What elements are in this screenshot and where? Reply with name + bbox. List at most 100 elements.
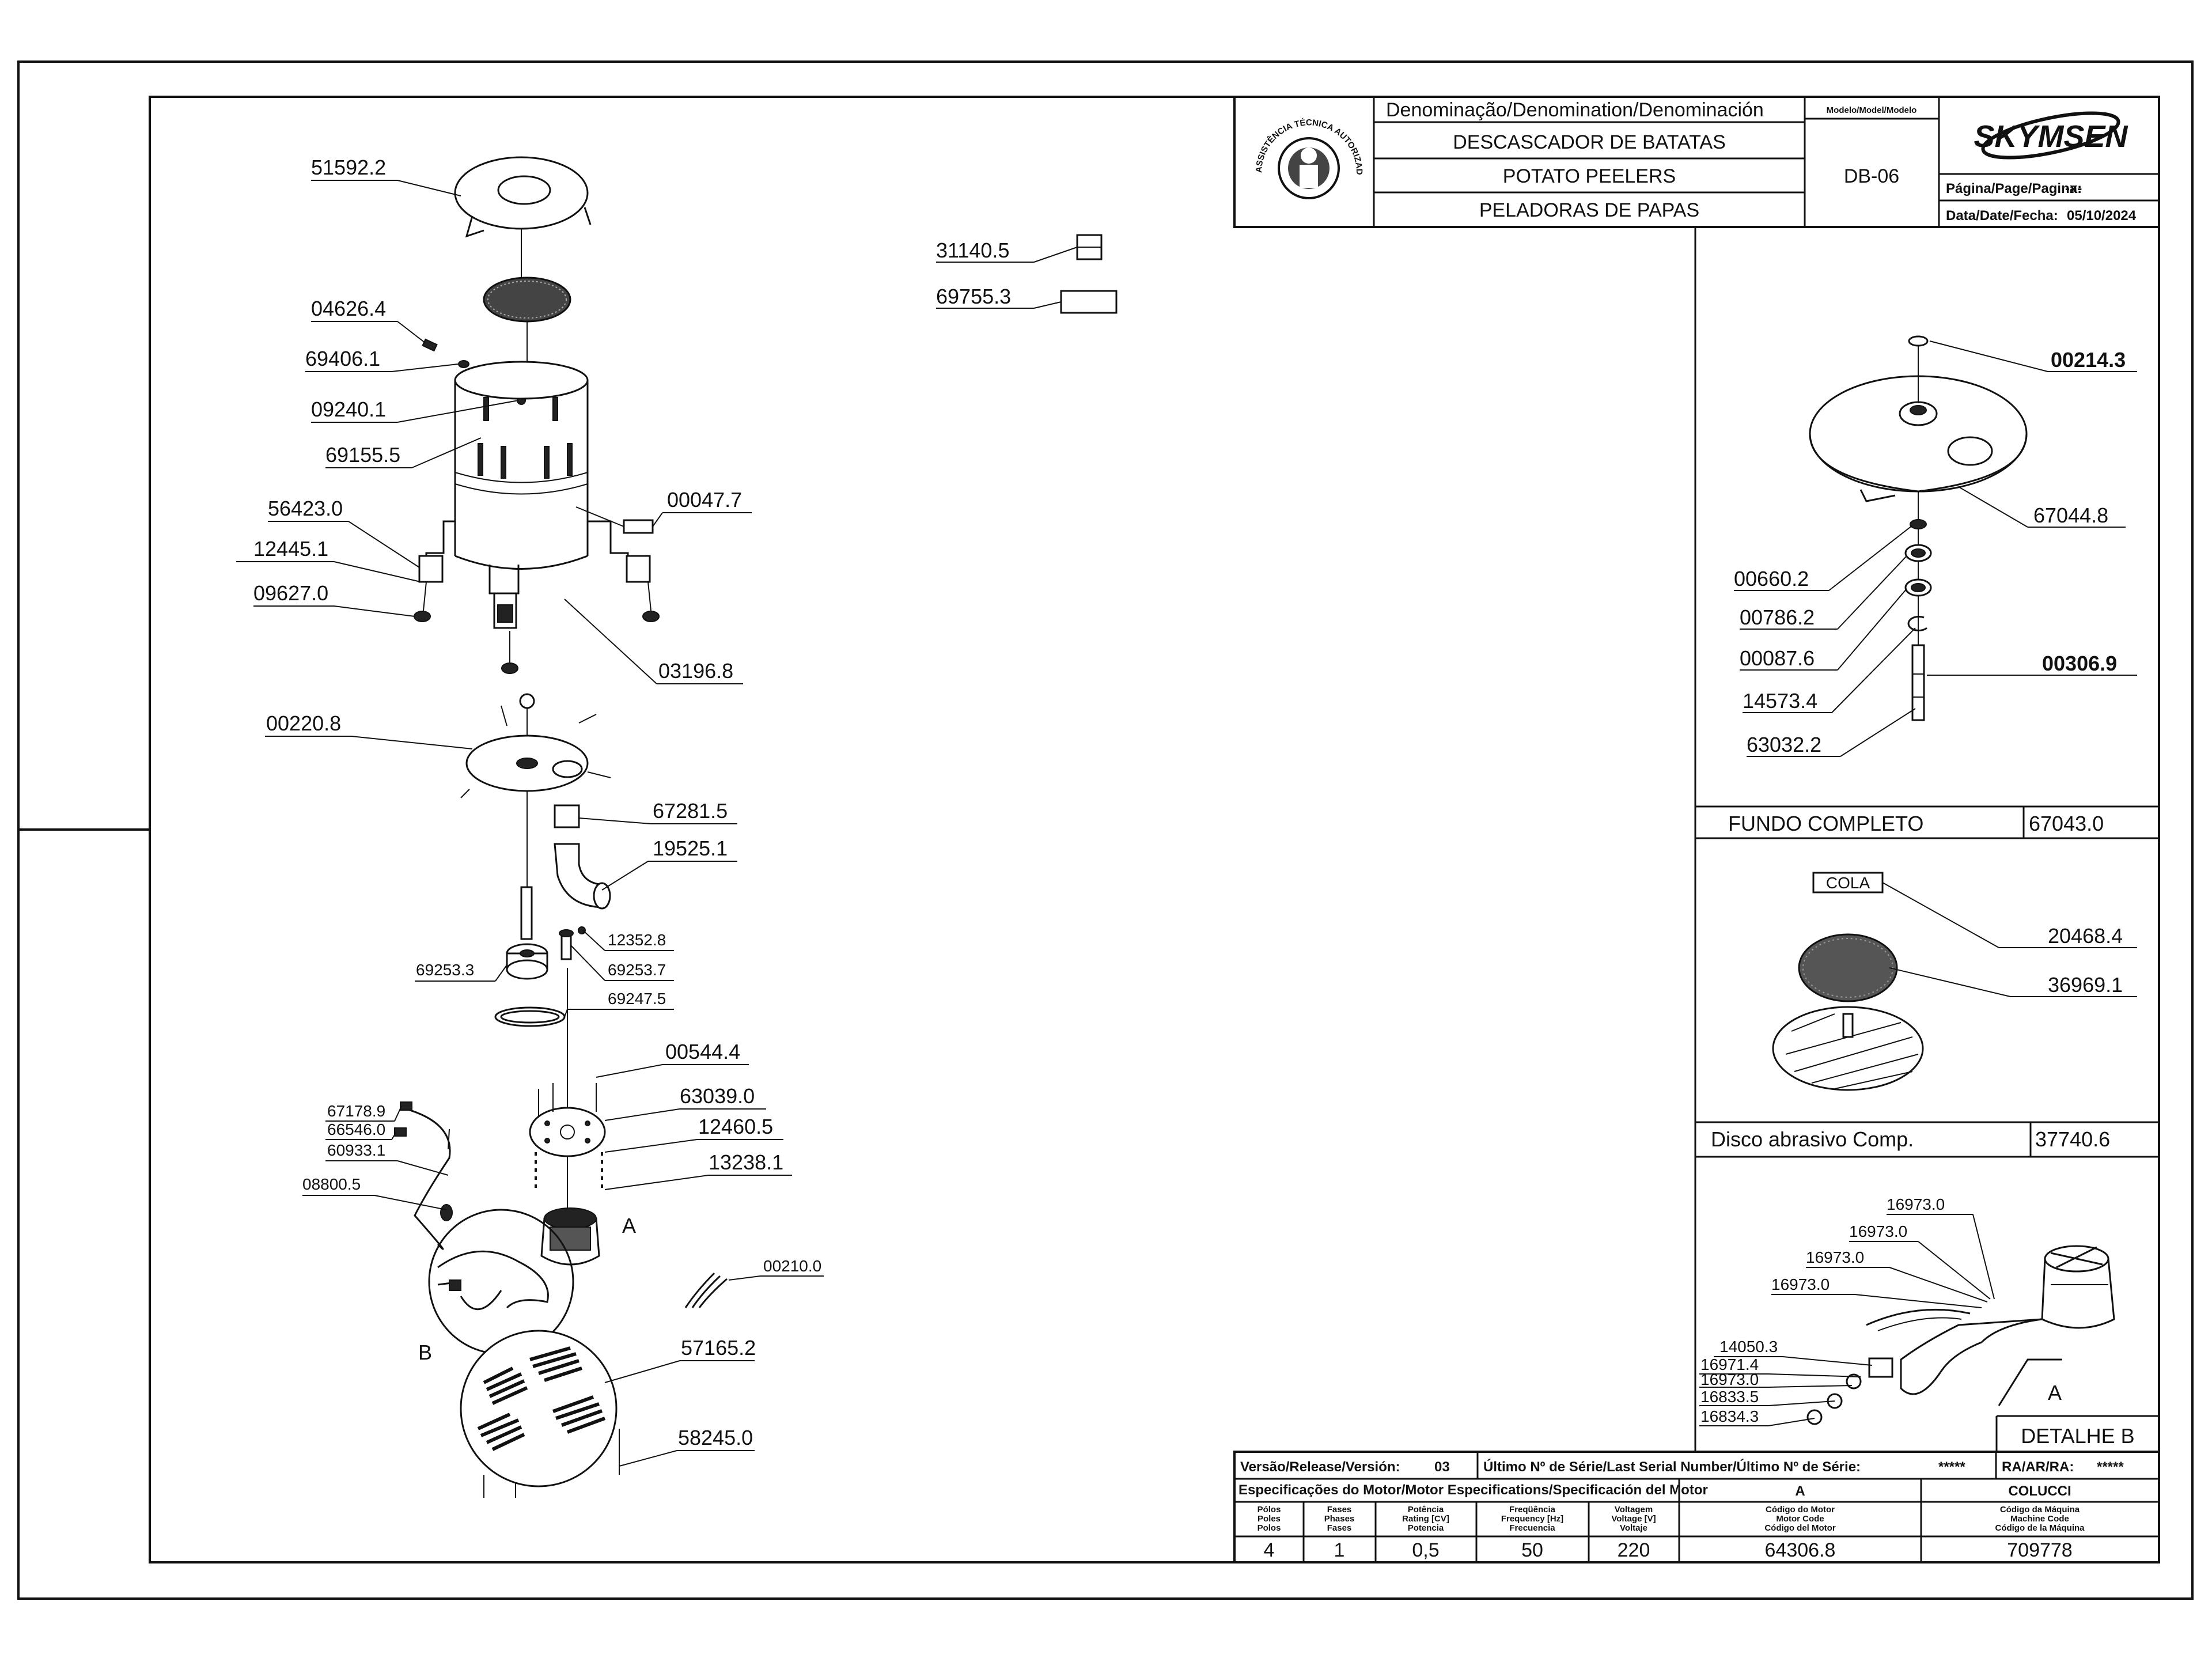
part-label: 13238.1 xyxy=(709,1150,783,1174)
part-label: 00220.8 xyxy=(266,711,341,735)
spec-value: 709778 xyxy=(2007,1539,2072,1561)
motor-letter: A xyxy=(1795,1483,1805,1499)
brand-name: SKYMSEN xyxy=(1974,119,2128,154)
part-label: 67044.8 xyxy=(2033,503,2108,527)
part-label: 67281.5 xyxy=(653,799,728,823)
ra-value: ***** xyxy=(2097,1459,2124,1475)
part-label: 19525.1 xyxy=(653,836,728,860)
detail-b-labels: 16973.0 16973.0 16973.0 16973.0 14050.3 … xyxy=(1700,1195,1945,1425)
exploded-view: A B xyxy=(394,156,1118,1498)
part-label: 60933.1 xyxy=(327,1141,385,1159)
part-label: 09627.0 xyxy=(253,581,328,605)
part-label: 69253.7 xyxy=(608,961,666,979)
part-label: 36969.1 xyxy=(2048,973,2123,997)
spec-block: Versão/Release/Versión: 03 Último Nº de … xyxy=(1233,1451,2160,1563)
date-label: Data/Date/Fecha: xyxy=(1946,208,2058,224)
part-label: 12460.5 xyxy=(698,1115,773,1138)
cola-label: COLA xyxy=(1826,874,1870,892)
part-label: 00544.4 xyxy=(665,1040,740,1063)
part-label: 12352.8 xyxy=(608,931,666,949)
part-label: 16973.0 xyxy=(1700,1371,1759,1388)
version-value: 03 xyxy=(1434,1459,1450,1475)
part-label: 20468.4 xyxy=(2048,924,2123,948)
title-block: ASSISTÊNCIA TÉCNICA AUTORIZADA Denominaç… xyxy=(0,0,2160,228)
part-label: 04626.4 xyxy=(311,297,386,320)
part-label: 31140.5 xyxy=(936,238,1009,262)
spec-value: 220 xyxy=(1618,1539,1650,1561)
part-label: 00210.0 xyxy=(763,1257,821,1275)
right-panels xyxy=(1694,227,2159,1452)
part-label: 16834.3 xyxy=(1700,1407,1759,1425)
part-label: 00786.2 xyxy=(1740,605,1815,629)
part-label: 16971.4 xyxy=(1700,1356,1759,1373)
callout-b: B xyxy=(418,1341,432,1364)
name-es: PELADORAS DE PAPAS xyxy=(1479,199,1699,221)
detail-b-leaders xyxy=(1699,1214,1995,1426)
disco-title: Disco abrasivo Comp. xyxy=(1711,1127,1914,1151)
part-label: 69253.3 xyxy=(416,961,474,979)
part-label: 69247.5 xyxy=(608,990,666,1008)
part-label: 69155.5 xyxy=(325,443,400,467)
skymsen-logo: SKYMSEN xyxy=(1974,111,2128,160)
drawing-border xyxy=(149,96,2160,1563)
part-label: 03196.8 xyxy=(658,659,733,683)
disco-drawing: COLA xyxy=(1772,872,2137,1091)
part-label: 56423.0 xyxy=(268,497,343,520)
part-label: 12445.1 xyxy=(253,537,328,561)
part-label: 00087.6 xyxy=(1740,646,1815,670)
part-label: 09240.1 xyxy=(311,397,386,421)
ra-label: RA/AR/RA: xyxy=(2002,1459,2074,1475)
seal-text: ASSISTÊNCIA TÉCNICA AUTORIZADA xyxy=(0,0,1364,175)
part-label: 00660.2 xyxy=(1734,567,1809,590)
serial-label: Último Nº de Série/Last Serial Number/Úl… xyxy=(1483,1459,1861,1475)
model-header: Modelo/Model/Modelo xyxy=(1827,105,1917,115)
part-label: 00214.3 xyxy=(2051,348,2126,372)
fundo-leaders xyxy=(1734,340,2137,757)
part-label: 16833.5 xyxy=(1700,1388,1759,1406)
page-label: Página/Page/Pagina: xyxy=(1946,181,2082,196)
part-label: 00306.9 xyxy=(2042,652,2117,675)
spec-value: 1 xyxy=(1334,1539,1345,1561)
part-label: 14050.3 xyxy=(1719,1338,1778,1356)
spec-value: 4 xyxy=(1264,1539,1275,1561)
part-label: 67178.9 xyxy=(327,1102,385,1120)
fundo-labels: 00214.3 67044.8 00660.2 00786.2 00087.6 … xyxy=(1734,348,2126,756)
part-label: 69755.3 xyxy=(936,285,1011,308)
seal-logo: ASSISTÊNCIA TÉCNICA AUTORIZADA xyxy=(0,0,1364,199)
spec-value: 64306.8 xyxy=(1765,1539,1836,1561)
serial-value: ***** xyxy=(1938,1459,1965,1475)
left-leaders xyxy=(236,180,1078,1467)
spec-value: 0,5 xyxy=(1412,1539,1439,1561)
part-label: 08800.5 xyxy=(302,1175,361,1193)
model-value: DB-06 xyxy=(1844,165,1899,187)
part-label: 63039.0 xyxy=(680,1084,755,1108)
part-label: 14573.4 xyxy=(1743,689,1817,713)
part-label: 57165.2 xyxy=(681,1336,756,1360)
part-label: 16973.0 xyxy=(1806,1248,1864,1266)
left-labels: 51592.2 04626.4 69406.1 09240.1 69155.5 … xyxy=(253,156,1011,1449)
part-label: 58245.0 xyxy=(678,1426,753,1449)
part-label: 63032.2 xyxy=(1747,733,1821,756)
part-label: 69406.1 xyxy=(305,347,380,370)
fundo-title: FUNDO COMPLETO xyxy=(1728,812,1923,835)
name-en: POTATO PEELERS xyxy=(1503,165,1676,187)
callout-a: A xyxy=(622,1214,636,1237)
disco-code: 37740.6 xyxy=(2035,1127,2110,1151)
part-label: 16973.0 xyxy=(1771,1275,1830,1293)
motor-spec-label: Especificações do Motor/Motor Especifica… xyxy=(1238,1482,1708,1498)
part-label: 66546.0 xyxy=(327,1120,385,1138)
spec-value: 50 xyxy=(1521,1539,1543,1561)
part-label: 16973.0 xyxy=(1887,1195,1945,1213)
date-value: 05/10/2024 xyxy=(2067,208,2137,224)
fundo-code: 67043.0 xyxy=(2029,812,2104,835)
name-pt: DESCASCADOR DE BATATAS xyxy=(1453,131,1726,153)
page-value: -x- xyxy=(2065,181,2082,196)
